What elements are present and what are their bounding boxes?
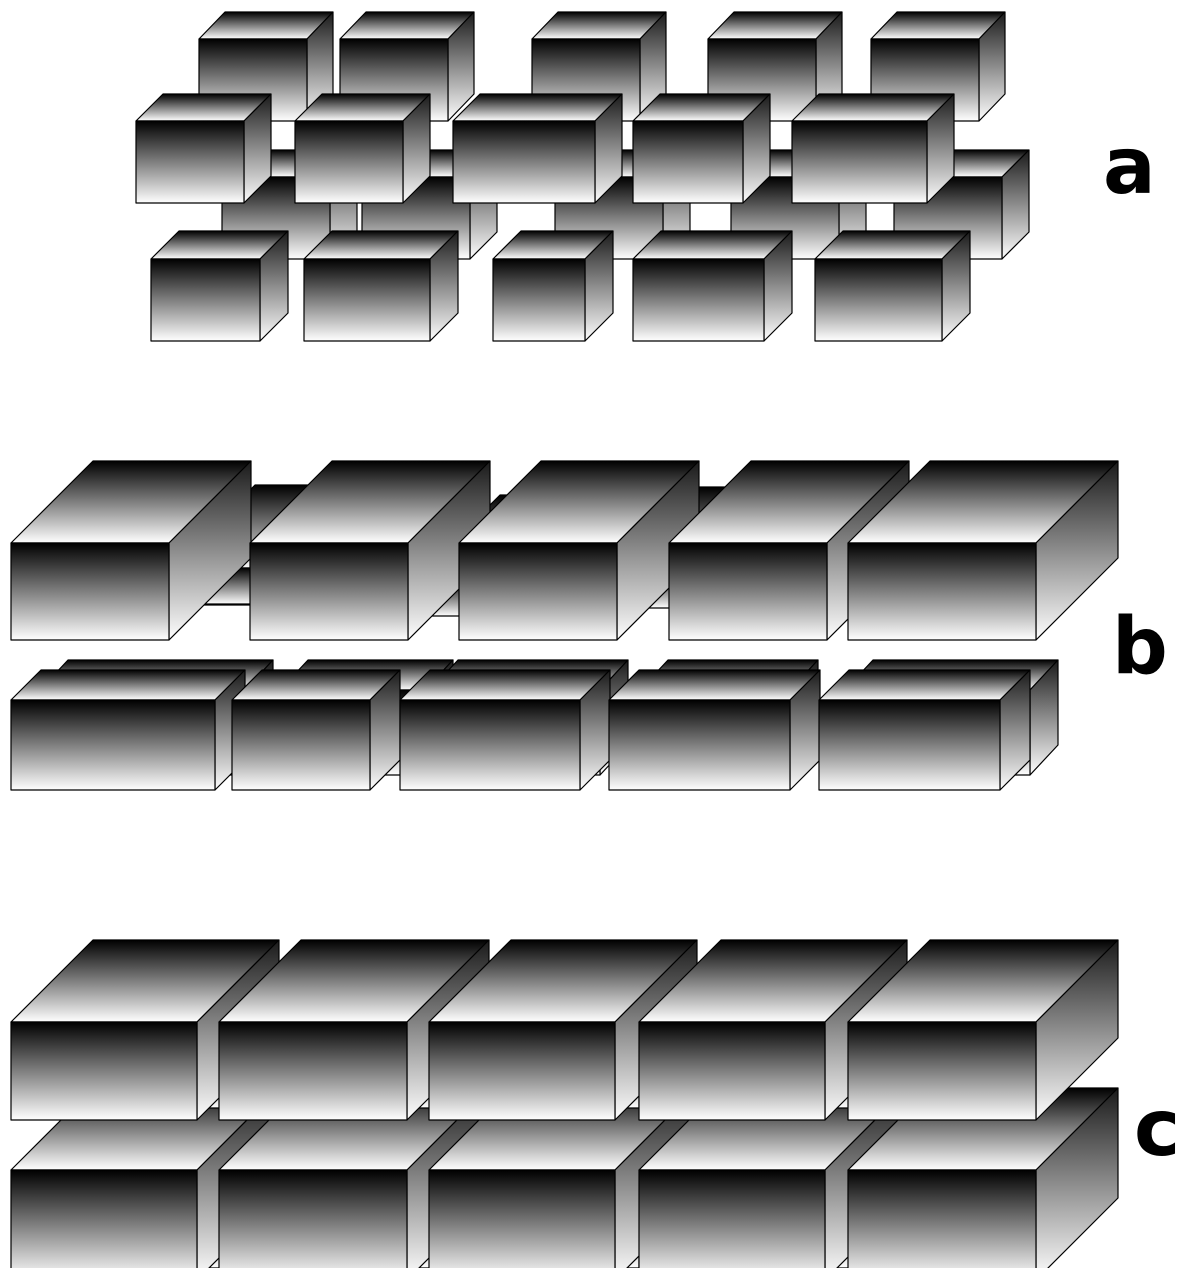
block-front-face [632, 120, 744, 204]
block-a-mid-3 [452, 93, 623, 204]
panel-a [135, 11, 1030, 342]
block-front-face [791, 120, 928, 204]
block-front-face [452, 120, 596, 204]
block-front-face [218, 1169, 408, 1268]
block-front-face [847, 542, 1037, 641]
block-b-upfront-3 [458, 460, 700, 641]
block-a-mid-5 [791, 93, 955, 204]
block-front-face [847, 1021, 1037, 1121]
block-top-face [791, 93, 955, 122]
block-b-lowfront-1 [10, 669, 246, 791]
block-front-face [231, 699, 371, 791]
block-top-face [608, 669, 821, 701]
block-top-face [10, 669, 246, 701]
block-b-lowfront-4 [608, 669, 821, 791]
block-front-face [638, 1021, 826, 1121]
panel-c [10, 939, 1119, 1268]
block-front-face [10, 542, 170, 641]
block-c-upper-2 [218, 939, 490, 1121]
block-b-upfront-1 [10, 460, 252, 641]
block-front-face [294, 120, 404, 204]
panel-b [10, 460, 1119, 791]
block-front-face [428, 1021, 616, 1121]
block-front-face [249, 542, 409, 641]
block-a-front-3 [492, 230, 614, 342]
panel-label-a: a [1103, 122, 1156, 212]
block-front-face [10, 1169, 198, 1268]
block-c-lower-5 [847, 1087, 1119, 1268]
block-front-face [608, 699, 791, 791]
block-a-mid-2 [294, 93, 431, 204]
block-top-face [818, 669, 1031, 701]
block-b-upfront-5 [847, 460, 1119, 641]
block-top-face [452, 93, 623, 122]
block-front-face [668, 542, 828, 641]
block-front-face [10, 1021, 198, 1121]
block-b-lowfront-3 [399, 669, 611, 791]
block-front-face [399, 699, 581, 791]
block-front-face [638, 1169, 826, 1268]
block-a-front-2 [303, 230, 459, 342]
block-c-upper-5 [847, 939, 1119, 1121]
block-b-lowfront-2 [231, 669, 401, 791]
block-front-face [814, 258, 943, 342]
block-front-face [218, 1021, 408, 1121]
block-b-lowfront-5 [818, 669, 1031, 791]
block-front-face [458, 542, 618, 641]
panel-label-c: c [1134, 1084, 1180, 1174]
block-front-face [428, 1169, 616, 1268]
block-front-face [492, 258, 586, 342]
block-front-face [135, 120, 245, 204]
panel-label-b: b [1112, 602, 1168, 692]
block-a-front-1 [150, 230, 289, 342]
block-front-face [150, 258, 261, 342]
block-a-mid-4 [632, 93, 771, 204]
block-front-face [10, 699, 216, 791]
block-top-face [399, 669, 611, 701]
block-a-front-5 [814, 230, 971, 342]
block-front-face [847, 1169, 1037, 1268]
block-front-face [303, 258, 431, 342]
block-front-face [818, 699, 1001, 791]
block-front-face [632, 258, 765, 342]
block-a-mid-1 [135, 93, 272, 204]
block-c-upper-1 [10, 939, 280, 1121]
block-b-upfront-2 [249, 460, 491, 641]
block-a-front-4 [632, 230, 793, 342]
